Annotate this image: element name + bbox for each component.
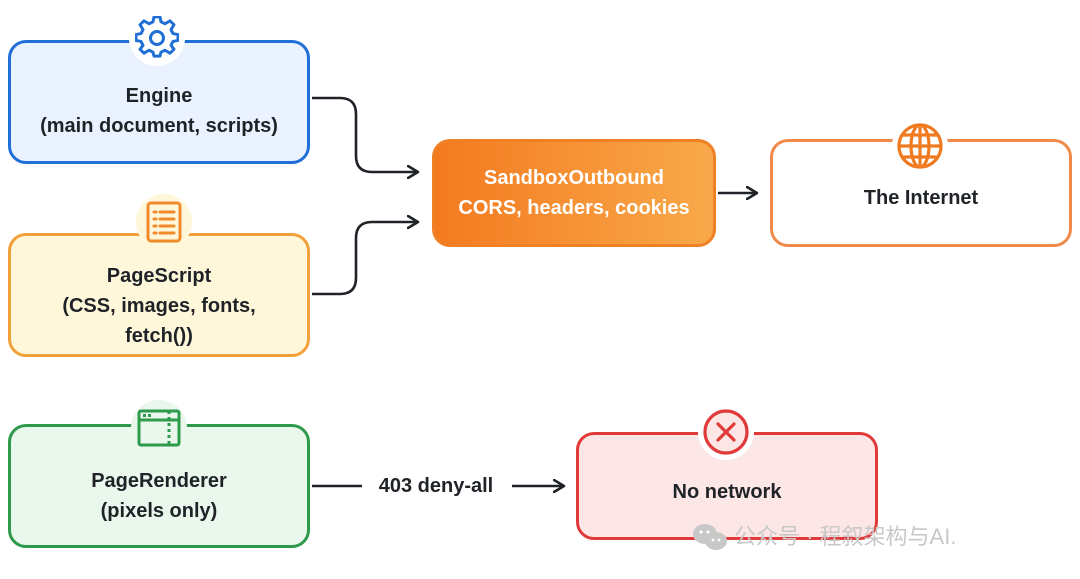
pagescript-node: PageScript (CSS, images, fonts, fetch()) bbox=[8, 233, 310, 357]
deny-all-edge-label: 403 deny-all bbox=[362, 472, 510, 500]
pagescript-subtitle-2: fetch()) bbox=[125, 325, 193, 347]
watermark: 公众号 · 程叙架构与AI. bbox=[692, 520, 956, 554]
internet-label: The Internet bbox=[863, 187, 979, 209]
gear-icon bbox=[129, 10, 185, 66]
no-network-label: No network bbox=[672, 481, 782, 503]
window-icon bbox=[131, 400, 187, 456]
renderer-subtitle: (pixels only) bbox=[100, 500, 218, 522]
edge-engine-to-sandbox bbox=[312, 96, 418, 172]
pagescript-subtitle-1: (CSS, images, fonts, bbox=[62, 295, 256, 317]
x-circle-icon bbox=[698, 404, 754, 460]
document-icon bbox=[136, 194, 192, 250]
engine-title: Engine bbox=[125, 85, 193, 107]
edge-pagescript-to-sandbox bbox=[312, 222, 418, 296]
wechat-icon bbox=[693, 524, 727, 550]
sandbox-title: SandboxOutbound bbox=[484, 167, 664, 189]
watermark-text: 公众号 · 程叙架构与AI. bbox=[734, 524, 957, 549]
sandbox-outbound-node: SandboxOutbound CORS, headers, cookies bbox=[432, 139, 716, 247]
renderer-title: PageRenderer bbox=[91, 470, 227, 492]
engine-subtitle: (main document, scripts) bbox=[40, 115, 278, 137]
pagescript-title: PageScript bbox=[106, 265, 212, 287]
sandbox-subtitle: CORS, headers, cookies bbox=[458, 197, 690, 219]
globe-icon bbox=[892, 118, 948, 174]
